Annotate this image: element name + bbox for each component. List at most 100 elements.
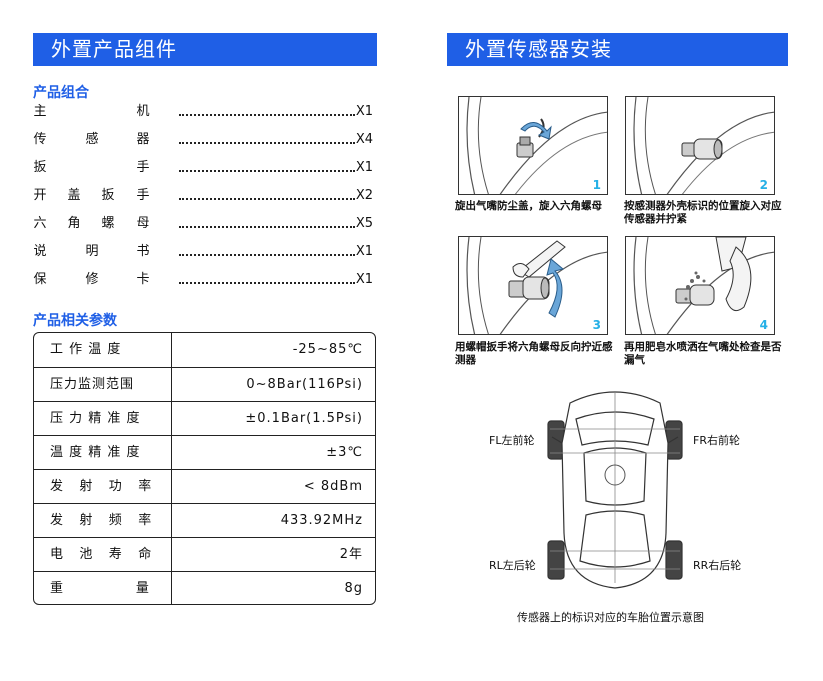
step-1-caption: 旋出气嘴防尘盖，旋入六角螺母	[455, 200, 602, 212]
spec-label: 压 力 精 准 度	[50, 411, 141, 426]
component-quantity: X5	[355, 216, 373, 231]
spec-row: 电 池 寿 命 2年	[34, 537, 375, 571]
component-name-char: 说	[33, 244, 47, 259]
dot-leader	[179, 130, 355, 144]
component-row: 保 修 卡 X1	[33, 270, 373, 290]
step-2-illustration: 2	[625, 96, 775, 195]
spec-table: 工 作 温 度 -25~85℃ 压力监测范围 0~8Bar(116Psi) 压 力 精 …	[33, 332, 376, 605]
spec-divider	[171, 470, 172, 503]
component-name-char: 母	[136, 216, 150, 231]
dot-leader	[179, 270, 355, 284]
component-row: 传 感 器 X4	[33, 130, 373, 150]
component-row: 说 明 书 X1	[33, 242, 373, 262]
component-name-char: 开	[33, 188, 47, 203]
wrench-tighten-drawing	[466, 237, 607, 334]
component-row: 主 机 X1	[33, 102, 373, 122]
left-banner-title: 外置产品组件	[51, 37, 177, 61]
spec-label: 压力监测范围	[50, 377, 135, 392]
spec-divider	[171, 402, 172, 435]
spec-row: 发 射 频 率 433.92MHz	[34, 503, 375, 537]
spec-value: < 8dBm	[303, 479, 363, 494]
component-quantity: X1	[355, 272, 373, 287]
component-name-char: 角	[67, 216, 81, 231]
component-name-char: 螺	[101, 216, 115, 231]
spec-divider	[171, 436, 172, 469]
leak-check-spray-drawing	[633, 237, 774, 334]
component-name-char: 卡	[136, 272, 150, 287]
dot-leader	[179, 102, 355, 116]
spec-divider	[171, 572, 172, 604]
spec-label: 电 池 寿 命	[50, 547, 153, 562]
sensor-install-drawing	[633, 97, 774, 194]
spec-value: 433.92MHz	[280, 513, 363, 528]
right-banner-title: 外置传感器安装	[465, 37, 612, 61]
component-name-char: 保	[33, 272, 47, 287]
spec-value: -25~85℃	[292, 342, 363, 357]
spec-row: 发 射 功 率 < 8dBm	[34, 469, 375, 503]
specs-heading: 产品相关参数	[33, 313, 117, 329]
component-name-char: 书	[136, 244, 150, 259]
spec-label: 发 射 频 率	[50, 513, 153, 528]
component-row: 扳 手 X1	[33, 158, 373, 178]
step-3-number: 3	[592, 318, 601, 332]
component-quantity: X1	[355, 104, 373, 119]
step-4-number: 4	[759, 318, 768, 332]
component-name-char: 手	[136, 160, 150, 175]
component-row: 六 角 螺 母 X5	[33, 214, 373, 234]
valve-cap-removal-drawing	[466, 97, 607, 194]
spec-value: 0~8Bar(116Psi)	[246, 377, 363, 392]
spec-divider	[171, 504, 172, 537]
component-name-char: 修	[85, 272, 99, 287]
step-3-caption: 用螺帽扳手将六角螺母反向拧近感测器	[455, 341, 613, 366]
spec-row: 压力监测范围 0~8Bar(116Psi)	[34, 367, 375, 401]
left-banner: 外置产品组件	[33, 33, 377, 66]
car-top-view-icon	[547, 391, 683, 589]
component-quantity: X1	[355, 160, 373, 175]
component-name-char: 器	[136, 132, 150, 147]
component-quantity: X4	[355, 132, 373, 147]
spec-divider	[171, 333, 172, 367]
dot-leader	[179, 214, 355, 228]
spec-label: 重 量	[50, 581, 150, 596]
component-name-char: 感	[85, 132, 99, 147]
component-name-char: 手	[136, 188, 150, 203]
dot-leader	[179, 158, 355, 172]
spec-label: 发 射 功 率	[50, 479, 153, 494]
component-name-char: 扳	[101, 188, 115, 203]
spec-divider	[171, 368, 172, 401]
spec-label: 工 作 温 度	[50, 342, 122, 357]
step-3-illustration: 3	[458, 236, 608, 335]
component-name-char: 扳	[33, 160, 47, 175]
dot-leader	[179, 186, 355, 200]
component-name-char: 六	[33, 216, 47, 231]
step-4-illustration: 4	[625, 236, 775, 335]
component-name-char: 传	[33, 132, 47, 147]
wheel-label-rl: RL左后轮	[489, 559, 536, 572]
step-1-illustration: 1	[458, 96, 608, 195]
wheel-label-fl: FL左前轮	[489, 434, 535, 447]
spec-value: 2年	[339, 547, 363, 562]
step-4-caption: 再用肥皂水喷洒在气嘴处检查是否漏气	[624, 341, 782, 366]
step-2-number: 2	[759, 178, 768, 192]
spec-label: 温 度 精 准 度	[50, 445, 141, 460]
step-1-number: 1	[592, 178, 601, 192]
component-name-char: 明	[85, 244, 99, 259]
wheel-label-fr: FR右前轮	[693, 434, 740, 447]
spec-row: 压 力 精 准 度±0.1Bar(1.5Psi)	[34, 401, 375, 435]
spec-row: 温 度 精 准 度 ±3℃	[34, 435, 375, 469]
dot-leader	[179, 242, 355, 256]
component-name-char: 盖	[67, 188, 81, 203]
component-row: 开 盖 扳 手 X2	[33, 186, 373, 206]
components-heading: 产品组合	[33, 85, 89, 101]
diagram-caption: 传感器上的标识对应的车胎位置示意图	[517, 611, 704, 624]
spec-value: 8g	[344, 581, 363, 596]
component-name-char: 主	[33, 104, 47, 119]
component-name-char: 机	[136, 104, 150, 119]
spec-divider	[171, 538, 172, 571]
component-quantity: X1	[355, 244, 373, 259]
spec-row: 工 作 温 度 -25~85℃	[34, 333, 375, 367]
spec-value: ±3℃	[326, 445, 363, 460]
spec-row: 重 量 8g	[34, 571, 375, 604]
right-banner: 外置传感器安装	[447, 33, 788, 66]
component-quantity: X2	[355, 188, 373, 203]
